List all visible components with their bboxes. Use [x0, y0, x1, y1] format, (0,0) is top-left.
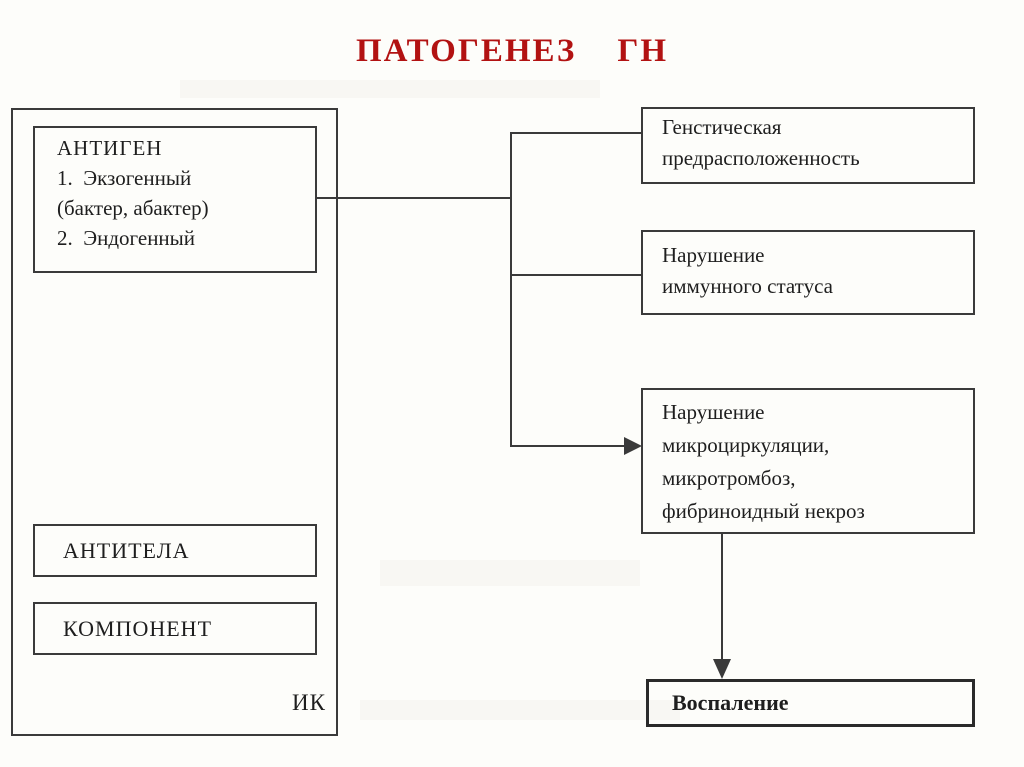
- arrowhead-down-icon: [713, 659, 731, 679]
- scan-artifact: [360, 700, 680, 720]
- genetic-line-2: предрасположенность: [662, 146, 860, 170]
- genetic-predisposition-text: Генстическая предрасположенность: [662, 112, 982, 174]
- antibody-box: [33, 524, 317, 577]
- component-box-label: КОМПОНЕНТ: [63, 616, 213, 641]
- immune-line-2: иммунного статуса: [662, 274, 833, 298]
- antibody-box-label: АНТИТЕЛА: [63, 538, 190, 563]
- immune-complex-container: [11, 108, 338, 736]
- micro-line-3: микротромбоз,: [662, 466, 796, 490]
- immune-line-1: Нарушение: [662, 243, 765, 267]
- genetic-line-1: Генстическая: [662, 115, 782, 139]
- genetic-predisposition-box: [641, 107, 975, 184]
- inflammation-label: Воспаление: [672, 690, 789, 715]
- antigen-line-1: 1. Экзогенный: [57, 166, 192, 190]
- connector-trunk-to-immune: [510, 274, 643, 276]
- microcirculation-text: Нарушение микроциркуляции, микротромбоз, фи…: [662, 396, 982, 528]
- micro-line-1: Нарушение: [662, 400, 765, 424]
- antigen-box-text: АНТИГЕН 1. Экзогенный (бактер, абактер) 2. …: [57, 133, 317, 253]
- page-title: ПАТОГЕНЕЗ ГН: [355, 33, 668, 69]
- arrowhead-right-icon: [624, 437, 642, 455]
- immune-complex-label: ИК: [292, 690, 326, 715]
- antigen-box: [33, 126, 317, 273]
- scan-artifact: [380, 560, 640, 586]
- antigen-line-2: (бактер, абактер): [57, 196, 209, 220]
- microcirculation-box: [641, 388, 975, 534]
- connector-microcirculation-to-inflammation: [721, 534, 723, 662]
- scan-artifact: [180, 80, 600, 98]
- antigen-heading: АНТИГЕН: [57, 136, 163, 160]
- connector-antigen-to-trunk: [317, 197, 512, 199]
- micro-line-4: фибриноидный некроз: [662, 499, 865, 523]
- connector-vertical-trunk: [510, 132, 512, 447]
- antigen-line-3: 2. Эндогенный: [57, 226, 196, 250]
- connector-trunk-to-genetic: [510, 132, 643, 134]
- inflammation-box: [646, 679, 975, 727]
- connector-trunk-to-microcirculation: [510, 445, 628, 447]
- component-box: [33, 602, 317, 655]
- micro-line-2: микроциркуляции,: [662, 433, 830, 457]
- immune-status-box: [641, 230, 975, 315]
- immune-status-text: Нарушение иммунного статуса: [662, 240, 982, 302]
